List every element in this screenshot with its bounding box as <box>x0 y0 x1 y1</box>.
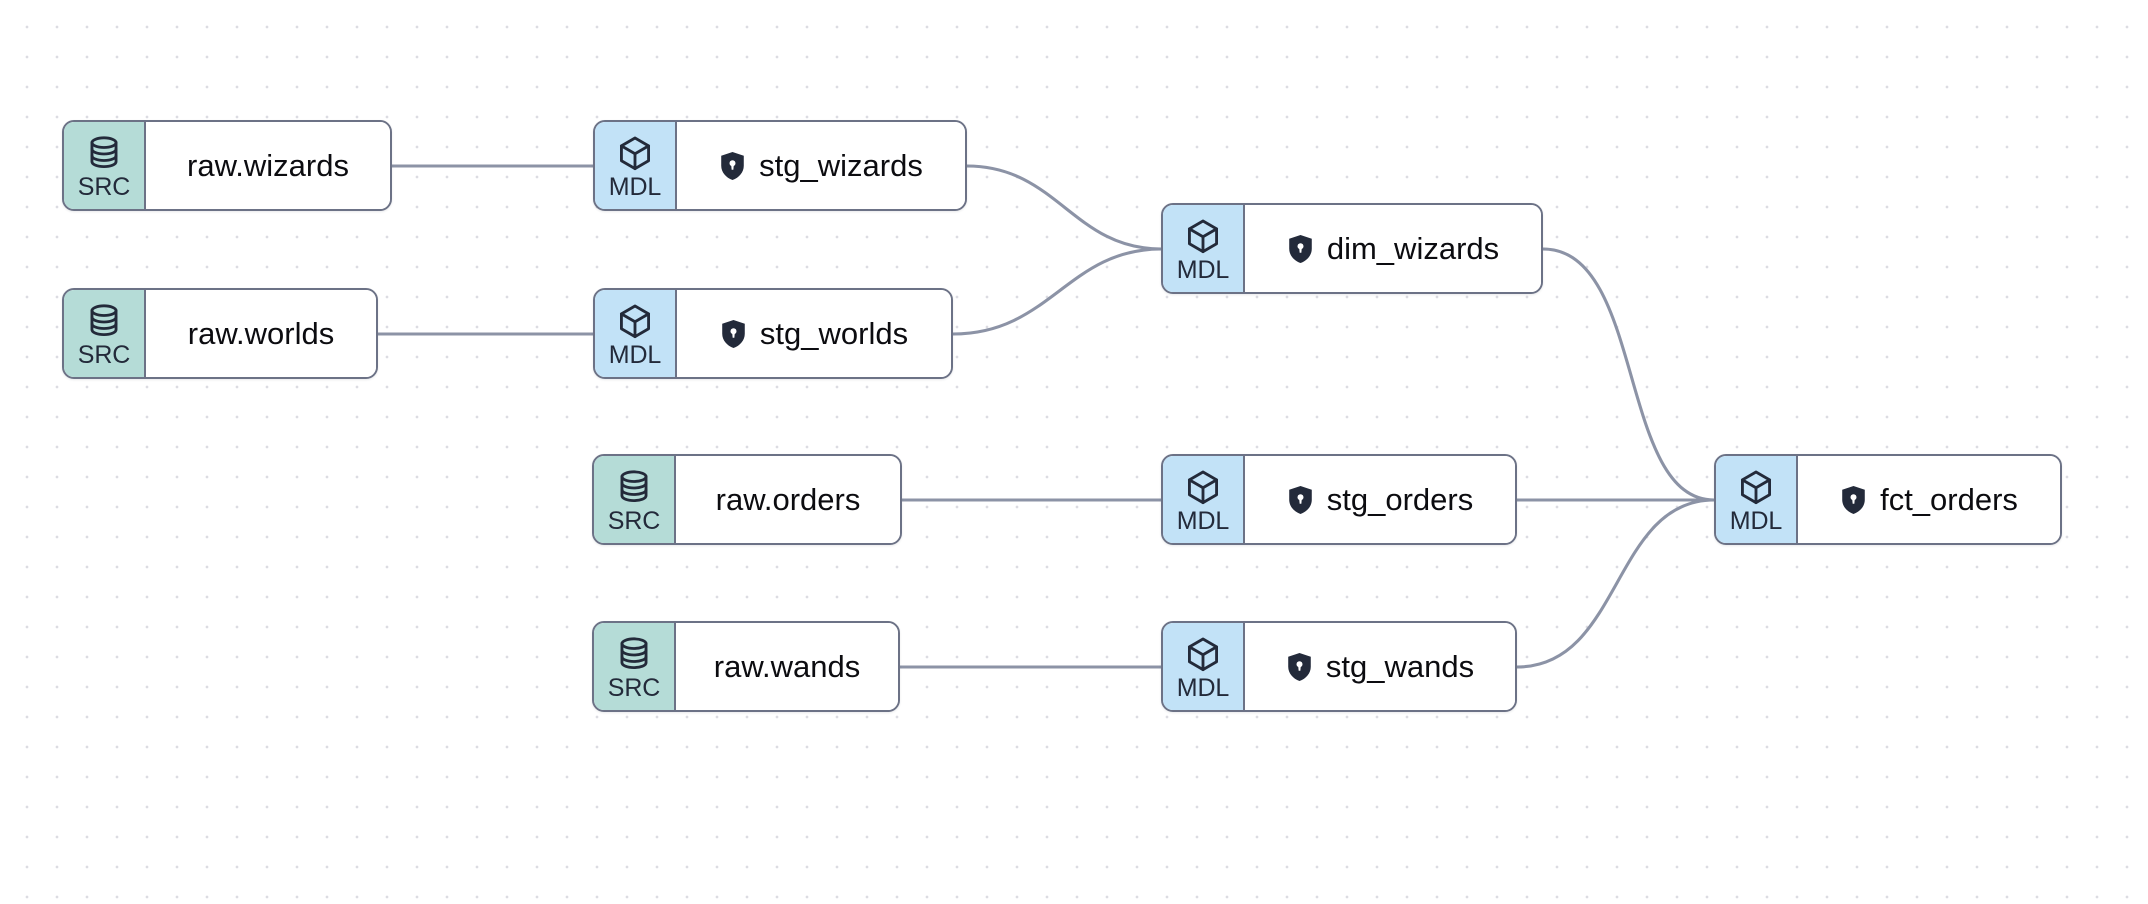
node-badge-mdl: MDL <box>1163 456 1245 543</box>
node-body: raw.wands <box>676 623 898 710</box>
node-badge-src: SRC <box>64 290 146 377</box>
node-fct-orders[interactable]: MDL fct_orders <box>1714 454 2062 545</box>
node-body: stg_worlds <box>677 290 951 377</box>
shield-lock-icon <box>1287 485 1314 515</box>
node-badge-label: SRC <box>607 507 661 535</box>
node-stg-wands[interactable]: MDL stg_wands <box>1161 621 1517 712</box>
node-body: stg_wands <box>1245 623 1515 710</box>
cube-icon <box>1185 218 1221 256</box>
node-body: stg_orders <box>1245 456 1515 543</box>
edge-stg-wands-to-fct-orders <box>1515 498 1716 669</box>
node-raw-wands[interactable]: SRC raw.wands <box>592 621 900 712</box>
node-badge-mdl: MDL <box>1163 623 1245 710</box>
shield-lock-icon <box>720 319 747 349</box>
database-icon <box>617 469 651 507</box>
shield-lock-icon <box>719 151 746 181</box>
node-label: raw.orders <box>715 481 861 517</box>
node-label: raw.wands <box>713 648 861 684</box>
cube-icon <box>1738 469 1774 507</box>
node-body: stg_wizards <box>677 122 965 209</box>
node-badge-src: SRC <box>594 456 676 543</box>
node-badge-src: SRC <box>594 623 676 710</box>
node-raw-orders[interactable]: SRC raw.orders <box>592 454 902 545</box>
node-stg-orders[interactable]: MDL stg_orders <box>1161 454 1517 545</box>
node-badge-mdl: MDL <box>1163 205 1245 292</box>
node-badge-mdl: MDL <box>595 122 677 209</box>
node-label: stg_worlds <box>759 315 909 351</box>
node-raw-wizards[interactable]: SRC raw.wizards <box>62 120 392 211</box>
node-badge-label: MDL <box>1176 674 1230 702</box>
node-badge-label: MDL <box>608 341 662 369</box>
node-label: raw.wizards <box>187 147 349 183</box>
node-label: stg_orders <box>1326 481 1474 517</box>
node-body: raw.worlds <box>146 290 376 377</box>
shield-lock-icon <box>1840 485 1867 515</box>
node-raw-worlds[interactable]: SRC raw.worlds <box>62 288 378 379</box>
node-label: fct_orders <box>1880 481 2018 517</box>
node-dim-wizards[interactable]: MDL dim_wizards <box>1161 203 1543 294</box>
database-icon <box>87 135 121 173</box>
node-badge-label: SRC <box>77 341 131 369</box>
cube-icon <box>617 135 653 173</box>
node-badge-label: MDL <box>1176 507 1230 535</box>
node-label: dim_wizards <box>1326 230 1500 266</box>
node-badge-label: SRC <box>607 674 661 702</box>
node-label: stg_wands <box>1325 648 1475 684</box>
database-icon <box>617 636 651 674</box>
edge-stg-worlds-to-dim-wizards <box>951 247 1163 336</box>
node-label: stg_wizards <box>759 147 923 183</box>
node-stg-worlds[interactable]: MDL stg_worlds <box>593 288 953 379</box>
node-badge-mdl: MDL <box>595 290 677 377</box>
node-body: raw.wizards <box>146 122 390 209</box>
edge-stg-wizards-to-dim-wizards <box>965 164 1163 251</box>
node-label: raw.worlds <box>187 315 335 351</box>
node-body: raw.orders <box>676 456 900 543</box>
node-body: dim_wizards <box>1245 205 1541 292</box>
node-badge-label: SRC <box>77 173 131 201</box>
shield-lock-icon <box>1286 652 1313 682</box>
node-stg-wizards[interactable]: MDL stg_wizards <box>593 120 967 211</box>
node-body: fct_orders <box>1798 456 2060 543</box>
cube-icon <box>617 303 653 341</box>
cube-icon <box>1185 636 1221 674</box>
edge-dim-wizards-to-fct-orders <box>1541 247 1716 502</box>
shield-lock-icon <box>1287 234 1314 264</box>
cube-icon <box>1185 469 1221 507</box>
node-badge-label: MDL <box>1176 256 1230 284</box>
database-icon <box>87 303 121 341</box>
node-badge-mdl: MDL <box>1716 456 1798 543</box>
node-badge-label: MDL <box>608 173 662 201</box>
node-badge-label: MDL <box>1729 507 1783 535</box>
node-badge-src: SRC <box>64 122 146 209</box>
